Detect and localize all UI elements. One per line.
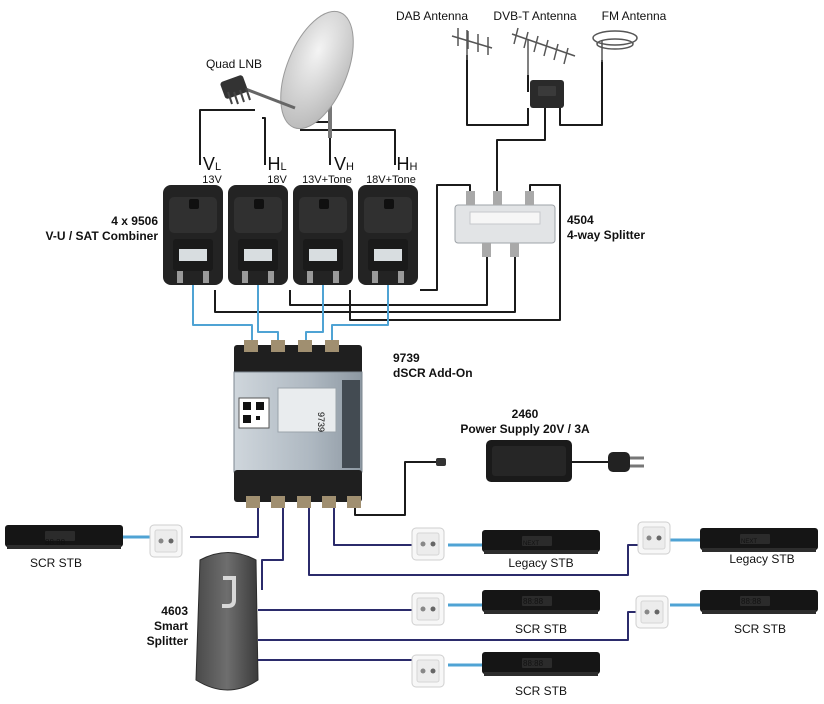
stb-display: 88:88: [45, 538, 66, 547]
fm-antenna-label: FM Antenna: [602, 9, 667, 23]
combiner-hh: [358, 185, 418, 285]
scr-stb-mid: 88:88: [482, 590, 600, 614]
labels: DAB Antenna DVB-T Antenna FM Antenna Qua…: [30, 9, 795, 698]
quad-lnb: [220, 75, 251, 105]
dscr-name: dSCR Add-On: [393, 366, 473, 380]
dvbt-antenna: [511, 27, 576, 75]
scr-stb-right: 88:88: [700, 590, 818, 614]
wallplate-scr-bottom: [411, 654, 445, 688]
voltage-label-vh: 13V+Tone: [302, 174, 352, 186]
dscr-side-model: 9739: [316, 412, 326, 432]
scr-stb-left: 88:88: [5, 525, 123, 549]
satellite-dish: [234, 10, 354, 138]
port-label-hh: HH: [397, 154, 418, 174]
quad-lnb-label: Quad LNB: [206, 57, 262, 71]
stb-display: NEXT: [741, 539, 757, 545]
smart-splitter-model: 4603: [161, 604, 188, 618]
combiner-vl: [163, 185, 223, 285]
voltage-label-hl: 18V: [267, 174, 287, 186]
stb-display: 88:88: [523, 659, 544, 668]
voltage-label-hh: 18V+Tone: [366, 174, 416, 186]
dvbt-antenna-label: DVB-T Antenna: [493, 9, 576, 23]
port-label-vl: VL: [203, 154, 221, 174]
scr-stb-mid-label: SCR STB: [515, 622, 567, 636]
voltage-label-vl: 13V: [202, 174, 222, 186]
coax-cables: [120, 55, 700, 667]
wallplate-legacy-2: [637, 521, 671, 555]
power-supply-name: Power Supply 20V / 3A: [460, 422, 590, 436]
legacy-stb-1-label: Legacy STB: [508, 556, 573, 570]
combiner-hl: [228, 185, 288, 285]
stb-display: 88:88: [741, 597, 762, 606]
scr-stb-right-label: SCR STB: [734, 622, 786, 636]
dab-antenna-label: DAB Antenna: [396, 9, 468, 23]
wallplate-legacy-1: [411, 527, 445, 561]
smart-splitter: [195, 552, 259, 691]
scr-stb-left-label: SCR STB: [30, 556, 82, 570]
four-way-splitter: [454, 191, 556, 257]
port-label-vh: VH: [334, 154, 354, 174]
power-supply-model: 2460: [512, 407, 539, 421]
dscr-add-on: [233, 340, 363, 508]
stb-display: NEXT: [523, 541, 539, 547]
smart-splitter-line2: Splitter: [147, 634, 189, 648]
dab-antenna: [451, 28, 493, 60]
power-supply: [436, 440, 644, 482]
legacy-stb-2: NEXT: [700, 528, 818, 552]
combiner-model: 4 x 9506: [111, 214, 158, 228]
splitter-name: 4-way Splitter: [567, 228, 645, 242]
dscr-model: 9739: [393, 351, 420, 365]
splitter-model: 4504: [567, 213, 594, 227]
stb-display: 88:88: [523, 597, 544, 606]
smart-splitter-line1: Smart: [154, 619, 188, 633]
legacy-stb-1: NEXT: [482, 530, 600, 554]
scr-stb-bottom-label: SCR STB: [515, 684, 567, 698]
wallplate-left: [149, 524, 183, 558]
wallplate-scr-right: [635, 595, 669, 629]
port-label-hl: HL: [267, 154, 286, 174]
combiner-name: V-U / SAT Combiner: [46, 229, 159, 243]
scr-stb-bottom: 88:88: [482, 652, 600, 676]
legacy-stb-2-label: Legacy STB: [729, 552, 794, 566]
combiner-vh: [293, 185, 353, 285]
mast-amplifier: [530, 80, 564, 108]
wallplate-scr-mid: [411, 592, 445, 626]
fm-antenna: [592, 30, 638, 62]
